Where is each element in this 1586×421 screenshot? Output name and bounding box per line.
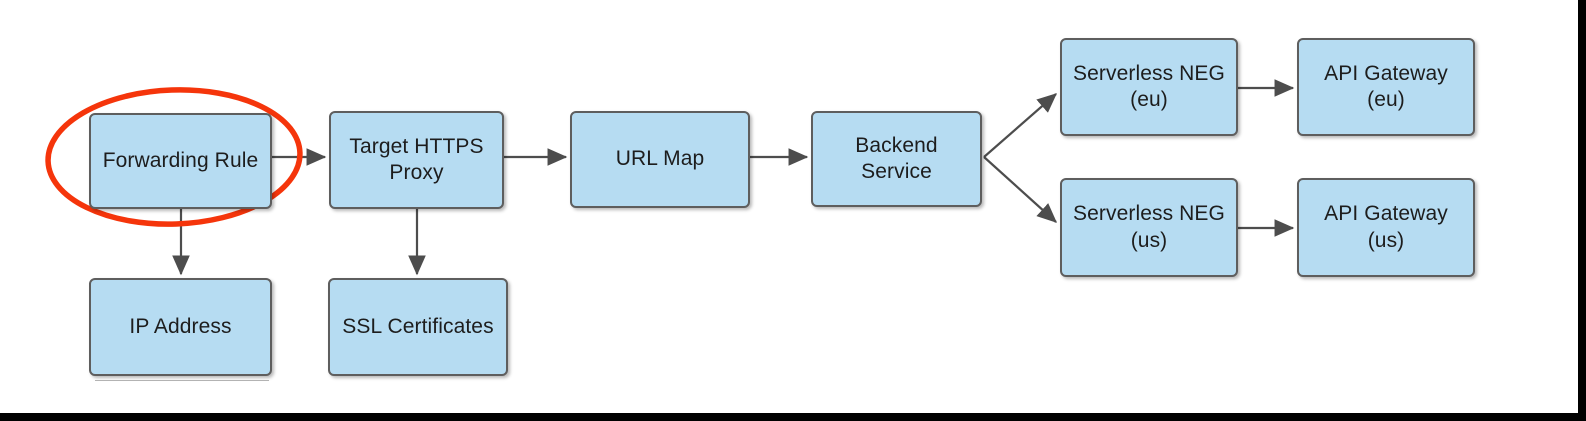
page-divider-line [95,380,269,381]
node-api-gateway-eu[interactable]: API Gateway (eu) [1297,38,1475,136]
node-serverless-neg-us[interactable]: Serverless NEG (us) [1060,178,1238,277]
node-api-gateway-us[interactable]: API Gateway (us) [1297,178,1475,277]
node-url-map[interactable]: URL Map [570,111,750,208]
frame-edge-bottom [0,413,1586,421]
node-target-https-proxy[interactable]: Target HTTPS Proxy [329,111,504,209]
node-ip-address[interactable]: IP Address [89,278,272,376]
node-serverless-neg-eu[interactable]: Serverless NEG (eu) [1060,38,1238,136]
frame-edge-right [1578,0,1586,421]
node-backend-service[interactable]: Backend Service [811,111,982,207]
node-forwarding-rule[interactable]: Forwarding Rule [89,113,272,209]
edge-backend-service-to-serverless-neg-us [983,156,1057,223]
node-ssl-certificates[interactable]: SSL Certificates [328,278,508,376]
edge-backend-service-to-serverless-neg-eu [983,93,1057,158]
